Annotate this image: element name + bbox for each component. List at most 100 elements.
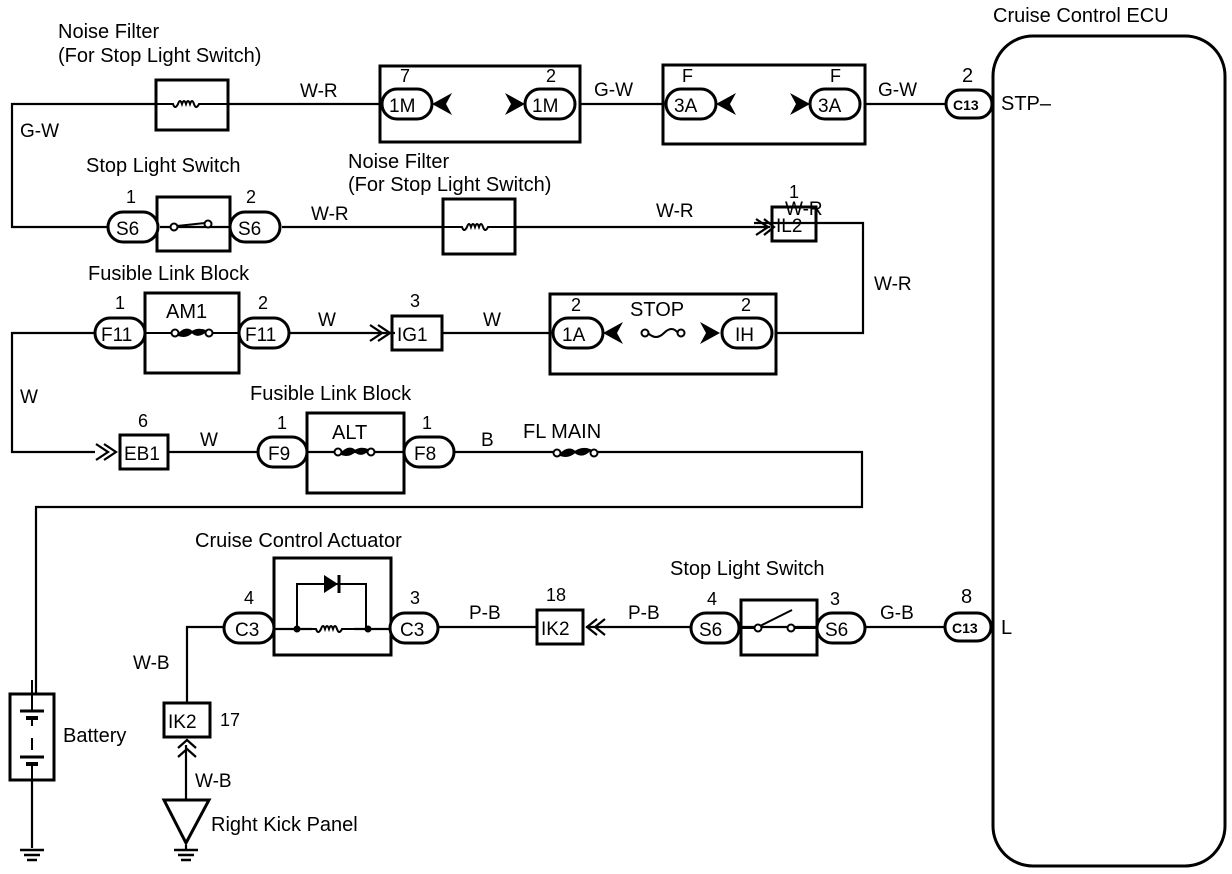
wire-label-gw-left: G-W bbox=[20, 121, 59, 142]
wire-wr-il2-to-ih bbox=[754, 221, 865, 335]
connector-ik2-top[interactable]: IK2 18 bbox=[535, 585, 606, 646]
wire-label-pb-ik2-s6: P-B bbox=[628, 603, 660, 624]
terminal-female-icon bbox=[603, 322, 623, 344]
switch-contact-icon bbox=[786, 623, 796, 633]
wire-label-wr-top: W-R bbox=[300, 81, 338, 102]
connector-c13-top-shape bbox=[944, 88, 994, 120]
fuse-stop-label: STOP bbox=[630, 299, 684, 321]
wire-label-pb-c3-ik2: P-B bbox=[469, 603, 501, 624]
connector-f9[interactable] bbox=[256, 435, 309, 469]
connector-s6-top-left[interactable] bbox=[106, 210, 160, 244]
female-terminal-icon bbox=[177, 738, 197, 749]
fl-main-fuse[interactable]: FL MAIN bbox=[523, 421, 601, 458]
connector-c3-left[interactable] bbox=[222, 611, 276, 645]
connector-3a-right-pin: F bbox=[830, 66, 841, 86]
male-terminal-icon bbox=[95, 443, 110, 461]
connector-c13-bottom-pin: 8 bbox=[961, 586, 972, 608]
connector-il2[interactable]: IL2 1 bbox=[755, 182, 818, 243]
cruise-actuator-title: Cruise Control Actuator bbox=[195, 530, 402, 552]
fuse-terminal-icon bbox=[640, 328, 650, 338]
battery-label: Battery bbox=[63, 725, 126, 747]
connector-eb1-id: EB1 bbox=[124, 444, 160, 465]
male-terminal-icon bbox=[369, 324, 384, 342]
connector-s6-bottom-left[interactable] bbox=[689, 611, 741, 645]
connector-f9-pin: 1 bbox=[277, 413, 287, 433]
connector-1m-right-id: 1M bbox=[532, 96, 558, 117]
ecu-pin-stp: STP– bbox=[1001, 93, 1052, 115]
connector-f11-right-id: F11 bbox=[245, 325, 276, 346]
wire-label-b-f8: B bbox=[481, 430, 494, 451]
connector-3a-left-id: 3A bbox=[674, 96, 698, 117]
connector-ig1-pin: 3 bbox=[410, 291, 420, 311]
connector-1m-right[interactable] bbox=[523, 87, 577, 121]
fusible-link-block-alt-title: Fusible Link Block bbox=[250, 383, 412, 405]
connector-s6-bottom-right-id: S6 bbox=[825, 620, 848, 641]
noise-filter-top-title1: Noise Filter bbox=[58, 21, 159, 43]
connector-s6-top-right[interactable] bbox=[228, 210, 282, 244]
connector-c13-top[interactable]: C13 2 bbox=[944, 65, 994, 120]
connector-ik2-bottom[interactable]: IK2 17 bbox=[162, 701, 240, 758]
battery[interactable]: Battery bbox=[8, 680, 126, 782]
male-terminal-icon bbox=[103, 443, 118, 461]
fuse-terminal-icon bbox=[333, 447, 343, 457]
connector-ig1[interactable]: IG1 3 bbox=[369, 291, 444, 352]
stop-light-switch-bottom[interactable]: Stop Light Switch S6 4 S6 3 bbox=[670, 558, 867, 657]
ecu-pin-l: L bbox=[1001, 617, 1012, 639]
connector-c3-left-id: C3 bbox=[235, 620, 259, 641]
fusible-link-icon bbox=[176, 328, 208, 337]
junction-stop[interactable]: STOP 1A 2 IH 2 bbox=[548, 292, 778, 376]
fusible-link-block-am1[interactable]: Fusible Link Block AM1 F11 1 F11 2 bbox=[88, 263, 291, 375]
female-terminal-icon bbox=[593, 618, 606, 636]
connector-c3-right[interactable] bbox=[388, 611, 440, 645]
stop-light-switch-top[interactable]: Stop Light Switch S6 1 S6 2 bbox=[86, 155, 282, 253]
noise-filter-mid-title2: (For Stop Light Switch) bbox=[348, 174, 551, 196]
cruise-control-actuator[interactable]: Cruise Control Actuator C3 4 C3 3 bbox=[195, 530, 440, 657]
diode-icon bbox=[324, 575, 338, 593]
terminal-male-icon bbox=[700, 322, 720, 344]
noise-filter-top[interactable]: Noise Filter (For Stop Light Switch) bbox=[58, 21, 261, 132]
connector-s6-bottom-right[interactable] bbox=[815, 611, 867, 645]
connector-s6-bottom-left-pin: 4 bbox=[707, 589, 717, 609]
male-terminal-icon bbox=[763, 218, 776, 236]
connector-3a-left-pin: F bbox=[682, 66, 693, 86]
connector-eb1[interactable]: EB1 6 bbox=[95, 411, 170, 471]
fusible-link-block-alt[interactable]: Fusible Link Block ALT F9 1 F8 1 bbox=[250, 383, 456, 495]
wire-label-wr-filter-il2: W-R bbox=[656, 201, 694, 222]
fuse-am1-label: AM1 bbox=[166, 301, 207, 323]
fuse-terminal-icon bbox=[589, 448, 599, 458]
terminal-male-icon bbox=[790, 93, 810, 115]
connector-il2-id: IL2 bbox=[776, 216, 802, 237]
junction-dot-icon bbox=[293, 625, 301, 633]
connector-ik2-bottom-box bbox=[162, 701, 212, 739]
wire-label-gw-3a-c13: G-W bbox=[878, 80, 917, 101]
connector-c13-bottom[interactable]: C13 8 bbox=[943, 586, 993, 643]
connector-c13-top-pin: 2 bbox=[962, 65, 973, 87]
wire-label-gb-s6-c13: G-B bbox=[880, 603, 914, 624]
connector-ih-pin: 2 bbox=[741, 295, 751, 315]
connector-il2-box bbox=[770, 205, 818, 243]
chassis-ground-icon bbox=[161, 798, 212, 847]
connector-ig1-box bbox=[390, 314, 444, 352]
junction-1m[interactable]: 1M 7 1M 2 bbox=[378, 64, 582, 144]
connector-3a-right-id: 3A bbox=[818, 96, 842, 117]
wire-label-wr-il2-out: W-R bbox=[785, 199, 823, 220]
connector-f11-right-pin: 2 bbox=[258, 293, 268, 313]
connector-1a-pin: 2 bbox=[571, 295, 581, 315]
switch-blade-closed-icon bbox=[176, 222, 206, 227]
switch-contact-icon bbox=[203, 219, 213, 229]
connector-s6-bottom-right-pin: 3 bbox=[830, 589, 840, 609]
connector-f8[interactable] bbox=[402, 435, 456, 469]
connector-c3-right-id: C3 bbox=[400, 620, 424, 641]
cruise-control-ecu[interactable]: Cruise Control ECU STP– L bbox=[991, 5, 1227, 868]
connector-3a-right[interactable] bbox=[808, 87, 862, 121]
connector-eb1-box bbox=[118, 433, 170, 471]
ground-right-kick-panel[interactable]: Right Kick Panel bbox=[161, 798, 358, 862]
noise-filter-mid[interactable]: Noise Filter (For Stop Light Switch) bbox=[348, 151, 551, 256]
terminal-female-icon bbox=[432, 93, 452, 115]
connector-f11-right[interactable] bbox=[237, 316, 291, 350]
fuse-alt-label: ALT bbox=[332, 422, 367, 444]
junction-3a[interactable]: 3A F 3A F bbox=[661, 63, 867, 146]
fuse-terminal-icon bbox=[204, 328, 214, 338]
connector-ih[interactable] bbox=[720, 316, 774, 350]
connector-f11-left[interactable] bbox=[93, 316, 147, 350]
